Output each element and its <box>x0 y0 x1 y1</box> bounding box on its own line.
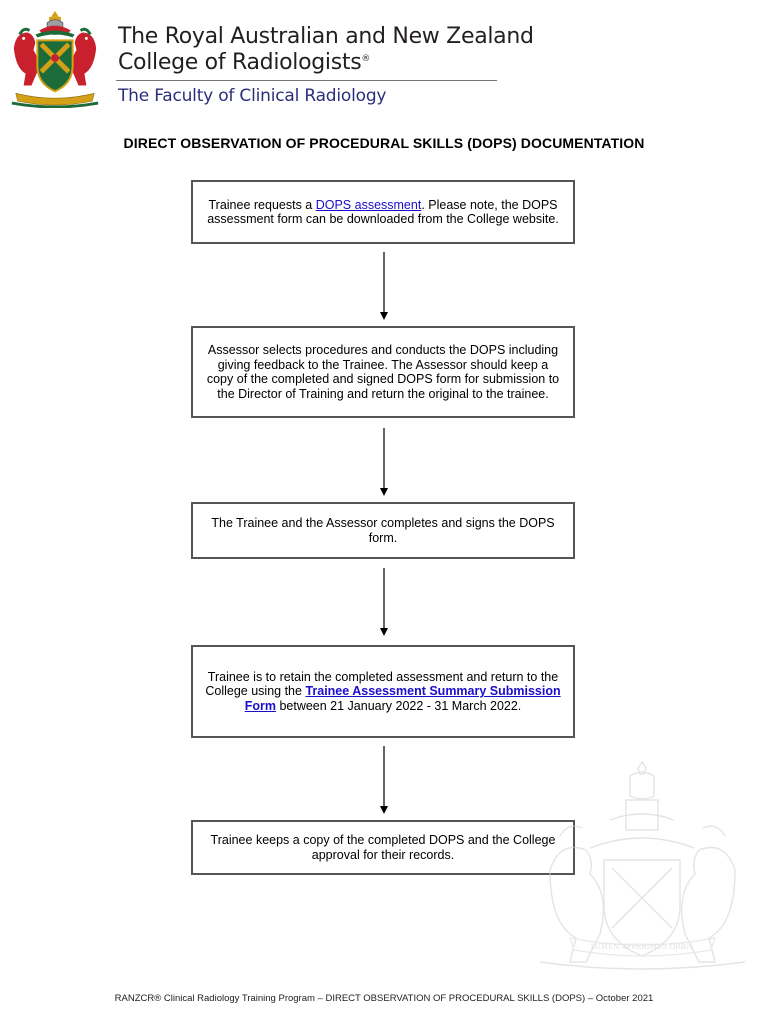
college-name-line2-text: College of Radiologists <box>118 50 362 75</box>
page-footer: RANZCR® Clinical Radiology Training Prog… <box>114 993 654 1004</box>
document-title: DIRECT OBSERVATION OF PROCEDURAL SKILLS … <box>123 135 645 151</box>
trainee-assessment-summary-link[interactable]: Trainee Assessment Summary Submission Fo… <box>244 684 561 713</box>
flow-step-3: The Trainee and the Assessor completes a… <box>191 502 575 559</box>
flow-step-4: Trainee is to retain the completed asses… <box>191 645 575 738</box>
flow-step-4-text-before: Trainee is to retain the completed asses… <box>205 669 559 699</box>
header-divider <box>116 80 497 81</box>
registered-mark: ® <box>361 54 371 64</box>
flow-step-2-text: Assessor selects procedures and conducts… <box>206 343 560 401</box>
flow-step-4-text-after: between 21 January 2022 - 31 March 2022. <box>275 698 522 713</box>
crest-compartment-icon <box>11 101 99 108</box>
college-name-line2: College of Radiologists® <box>118 50 370 75</box>
crest-motto-scroll-icon <box>15 92 95 106</box>
crest-watermark: LUMEN AFFERIMUS ORBIS <box>539 760 746 970</box>
flow-step-2: Assessor selects procedures and conducts… <box>191 326 575 418</box>
college-crest-logo <box>11 10 99 108</box>
flow-arrow-3 <box>380 568 388 636</box>
college-name-line1: The Royal Australian and New Zealand <box>118 24 534 49</box>
flow-step-1-text: Trainee requests a DOPS assessment. Plea… <box>203 198 563 227</box>
flow-step-5-text: Trainee keeps a copy of the completed DO… <box>210 833 556 862</box>
flow-step-1: Trainee requests a DOPS assessment. Plea… <box>191 180 575 244</box>
watermark-motto: LUMEN AFFERIMUS ORBIS <box>591 943 694 951</box>
flow-step-5: Trainee keeps a copy of the completed DO… <box>191 820 575 875</box>
flow-arrow-1 <box>380 252 388 320</box>
crest-shield-icon <box>36 39 74 93</box>
flow-arrow-2 <box>380 428 388 496</box>
flow-step-3-text: The Trainee and the Assessor completes a… <box>211 516 555 545</box>
crest-left-supporter-icon <box>13 27 38 86</box>
flow-step-1-text-before: Trainee requests a <box>208 197 316 212</box>
flow-arrow-4 <box>380 746 388 814</box>
flow-step-1-text-after: . Please note, the DOPS assessment form … <box>207 197 559 227</box>
crest-helm-icon <box>35 10 75 38</box>
dops-assessment-link[interactable]: DOPS assessment <box>315 197 422 212</box>
crest-right-supporter-icon <box>72 27 97 86</box>
faculty-name: The Faculty of Clinical Radiology <box>118 86 387 106</box>
flow-step-4-text: Trainee is to retain the completed asses… <box>203 670 563 714</box>
